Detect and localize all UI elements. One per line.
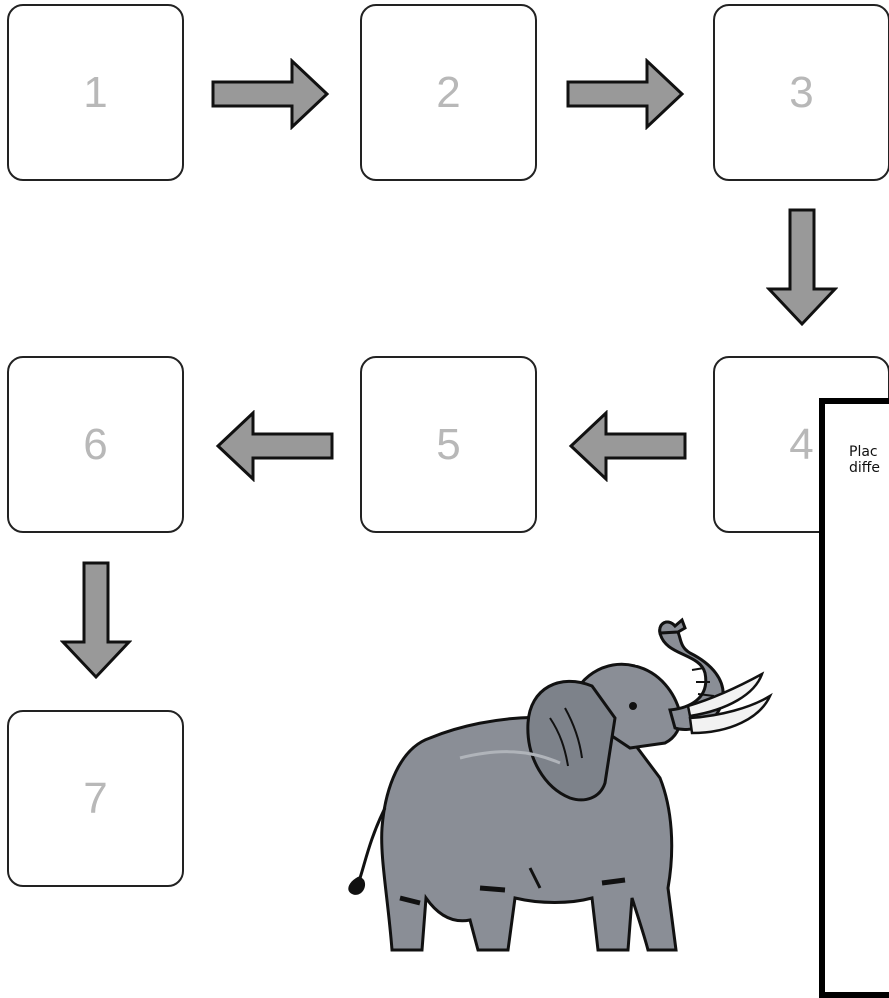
step-number-3: 3 — [789, 67, 814, 117]
arrow-right-icon — [566, 58, 685, 130]
arrow-left-icon — [215, 410, 334, 482]
step-box-5: 5 — [360, 356, 537, 533]
step-box-2: 2 — [360, 4, 537, 181]
arrow-down-icon — [60, 561, 132, 680]
step-number-1: 1 — [83, 67, 108, 117]
instruction-panel: Plac diffe — [819, 398, 889, 998]
step-number-7: 7 — [83, 773, 108, 823]
step-box-7: 7 — [7, 710, 184, 887]
elephant-illustration — [348, 617, 773, 952]
step-number-5: 5 — [436, 419, 461, 469]
instruction-text: Plac diffe — [849, 444, 881, 476]
step-number-6: 6 — [83, 419, 108, 469]
step-number-4: 4 — [789, 419, 814, 469]
arrow-down-icon — [766, 208, 838, 327]
arrow-right-icon — [211, 58, 330, 130]
step-number-2: 2 — [436, 67, 461, 117]
step-box-3: 3 — [713, 4, 889, 181]
step-box-6: 6 — [7, 356, 184, 533]
step-box-1: 1 — [7, 4, 184, 181]
arrow-left-icon — [568, 410, 687, 482]
